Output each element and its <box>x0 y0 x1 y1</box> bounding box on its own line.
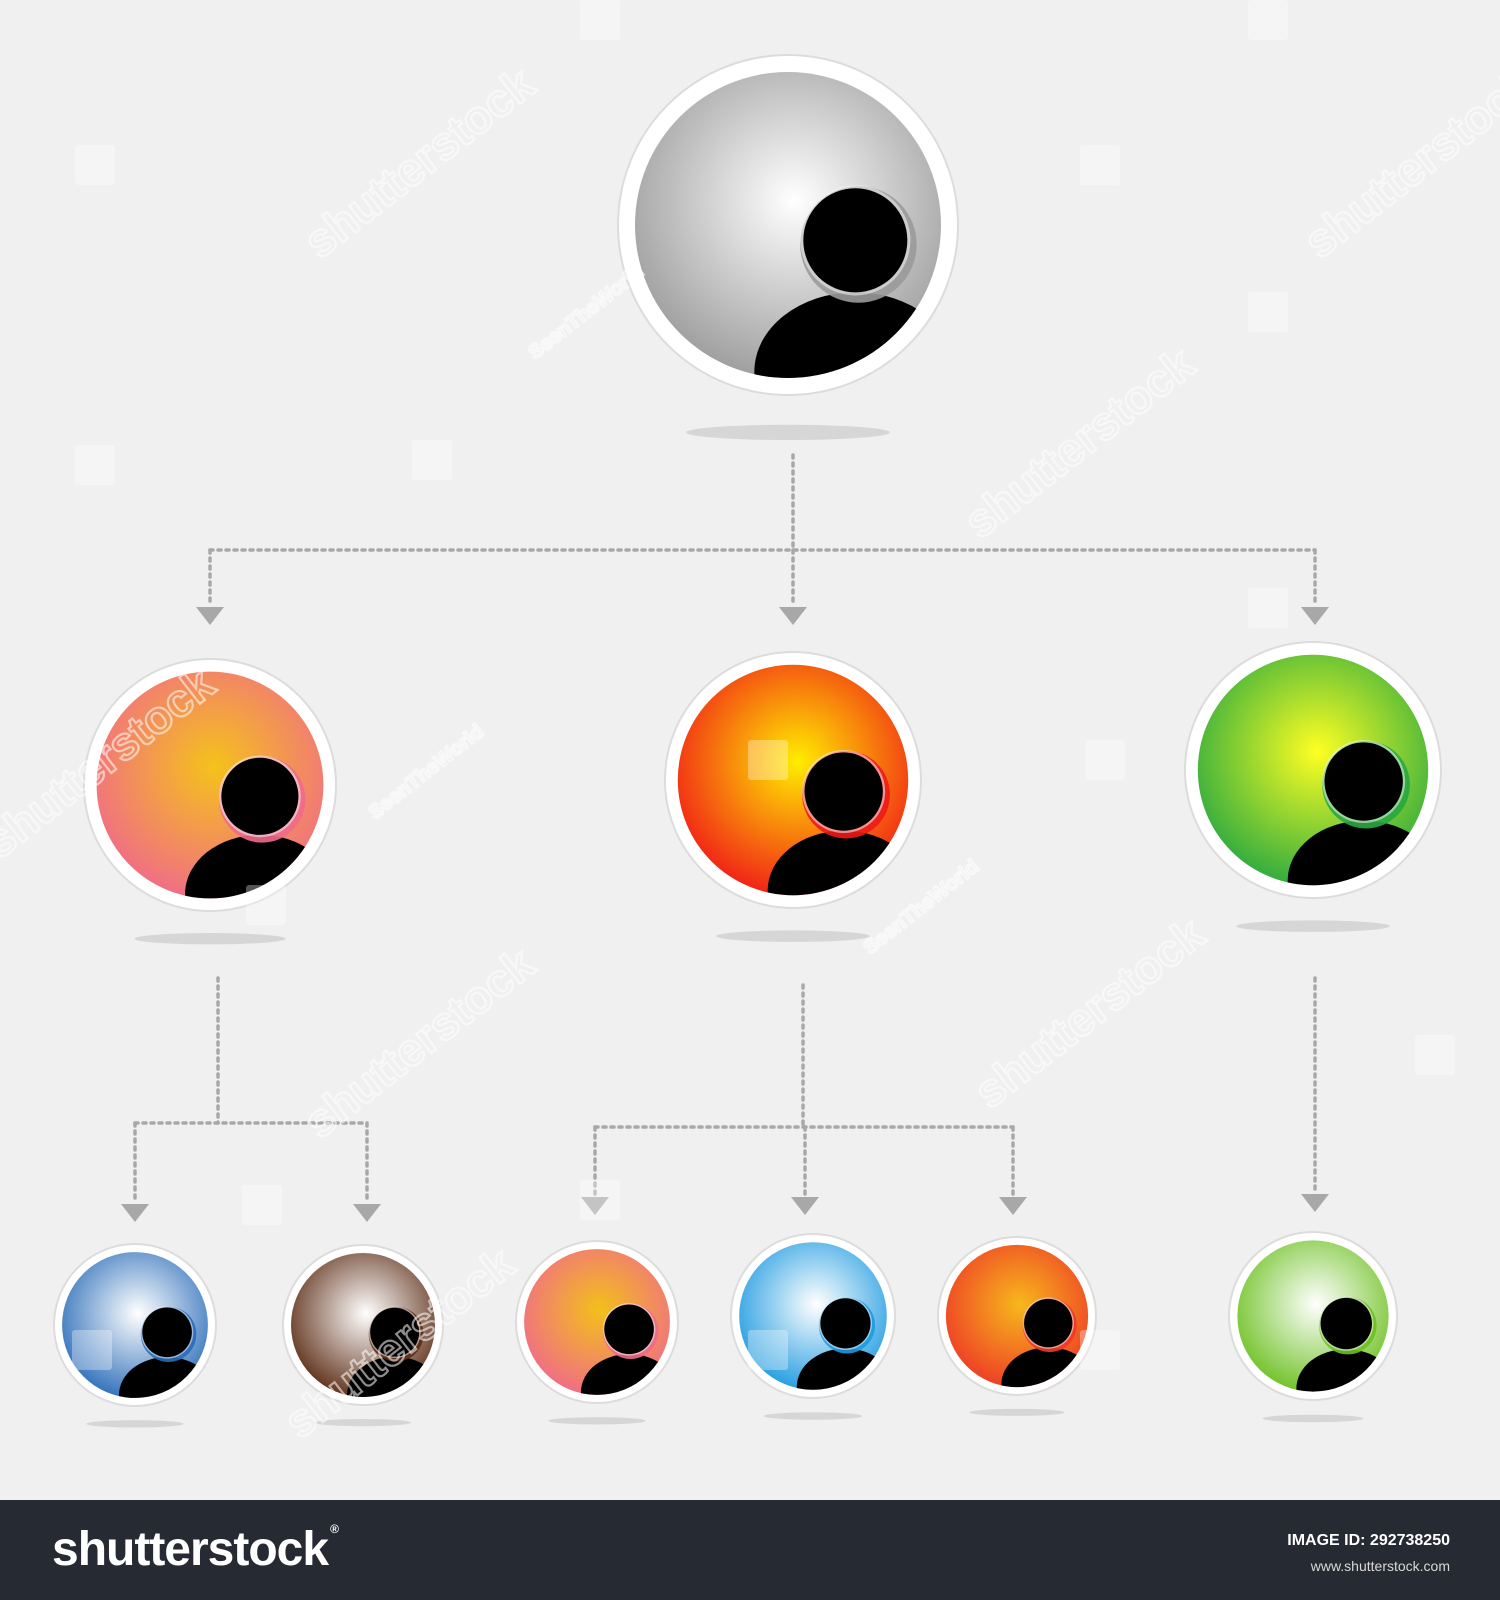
watermark-logo-square <box>748 1330 788 1370</box>
connector-root <box>196 453 1329 625</box>
arrow-down-icon <box>581 1197 609 1215</box>
watermark-logo-square <box>1080 1330 1120 1370</box>
watermark-brand: shutterstock <box>294 57 544 268</box>
watermark-logo-square <box>1248 292 1288 332</box>
node-root[interactable] <box>617 54 959 451</box>
node-shadow <box>686 424 890 441</box>
watermark-logo-square <box>75 445 115 485</box>
org-chart-canvas: shutterstock shutterstock shutterstock shut… <box>53 0 1500 1433</box>
node-l2-lightgreen[interactable] <box>1228 1231 1398 1428</box>
image-id-label: IMAGE ID: 292738250 <box>1287 1532 1450 1549</box>
arrow-down-icon <box>353 1204 381 1222</box>
watermark-logo-square <box>1248 588 1288 628</box>
node-l2-cyan[interactable] <box>730 1233 896 1425</box>
arrow-down-icon <box>791 1197 819 1215</box>
watermark-logo-square <box>748 740 788 780</box>
watermark-logo-square <box>580 0 620 40</box>
node-l1-pink[interactable] <box>83 658 337 953</box>
node-l1-green[interactable] <box>1184 641 1442 940</box>
connectors <box>121 453 1329 1222</box>
node-shadow <box>1236 920 1390 932</box>
footer-brand-text: shutterstock <box>52 1523 329 1576</box>
node-shadow <box>1262 1414 1364 1423</box>
arrow-down-icon <box>999 1197 1027 1215</box>
arrow-down-icon <box>121 1204 149 1222</box>
watermark-logo-square <box>412 440 452 480</box>
node-shadow <box>86 1420 184 1428</box>
node-l2-orange[interactable] <box>937 1236 1097 1421</box>
footer-brand-logo[interactable]: shutterstock® <box>52 1522 339 1577</box>
arrow-down-icon <box>196 607 224 625</box>
watermark-brand: shutterstock <box>1294 57 1500 268</box>
watermark-logo-square <box>580 1180 620 1220</box>
watermark-logo-square <box>1080 145 1120 185</box>
node-shadow <box>548 1417 646 1425</box>
arrow-down-icon <box>1301 1194 1329 1212</box>
watermark-brand: shutterstock <box>294 937 544 1148</box>
watermark-logo-square <box>72 1330 112 1370</box>
connector-l1-red <box>581 983 1027 1215</box>
nodes <box>53 54 1442 1433</box>
watermark-logo-square <box>1415 1035 1455 1075</box>
site-url-link[interactable]: www.shutterstock.com <box>1310 1558 1450 1574</box>
watermark-credit: SeenTheWorld <box>525 261 649 364</box>
node-shadow <box>716 930 870 942</box>
node-l2-pink[interactable] <box>515 1240 679 1430</box>
node-l2-brown[interactable] <box>282 1244 444 1432</box>
node-l2-blue[interactable] <box>53 1243 217 1433</box>
watermark-brand: shutterstock <box>964 907 1214 1118</box>
watermark-logo-square <box>246 885 286 925</box>
node-shadow <box>763 1412 863 1420</box>
arrow-down-icon <box>779 607 807 625</box>
connector-l1-pink <box>121 976 381 1222</box>
watermark-logo-square <box>75 145 115 185</box>
watermark-logo-square <box>242 1185 282 1225</box>
node-l1-red[interactable] <box>664 651 922 950</box>
watermark-logo-square <box>1248 0 1288 40</box>
node-shadow <box>134 933 286 945</box>
arrow-down-icon <box>1301 607 1329 625</box>
connector-l1-green <box>1301 976 1329 1212</box>
watermark-logo-square <box>1085 740 1125 780</box>
watermark-credit: SeenTheWorld <box>365 721 489 824</box>
watermark-brand: shutterstock <box>954 337 1204 548</box>
registered-mark: ® <box>330 1522 339 1536</box>
footer-bar: shutterstock® IMAGE ID: 292738250 www.sh… <box>0 1500 1500 1600</box>
node-shadow <box>315 1419 411 1427</box>
node-shadow <box>969 1408 1065 1416</box>
